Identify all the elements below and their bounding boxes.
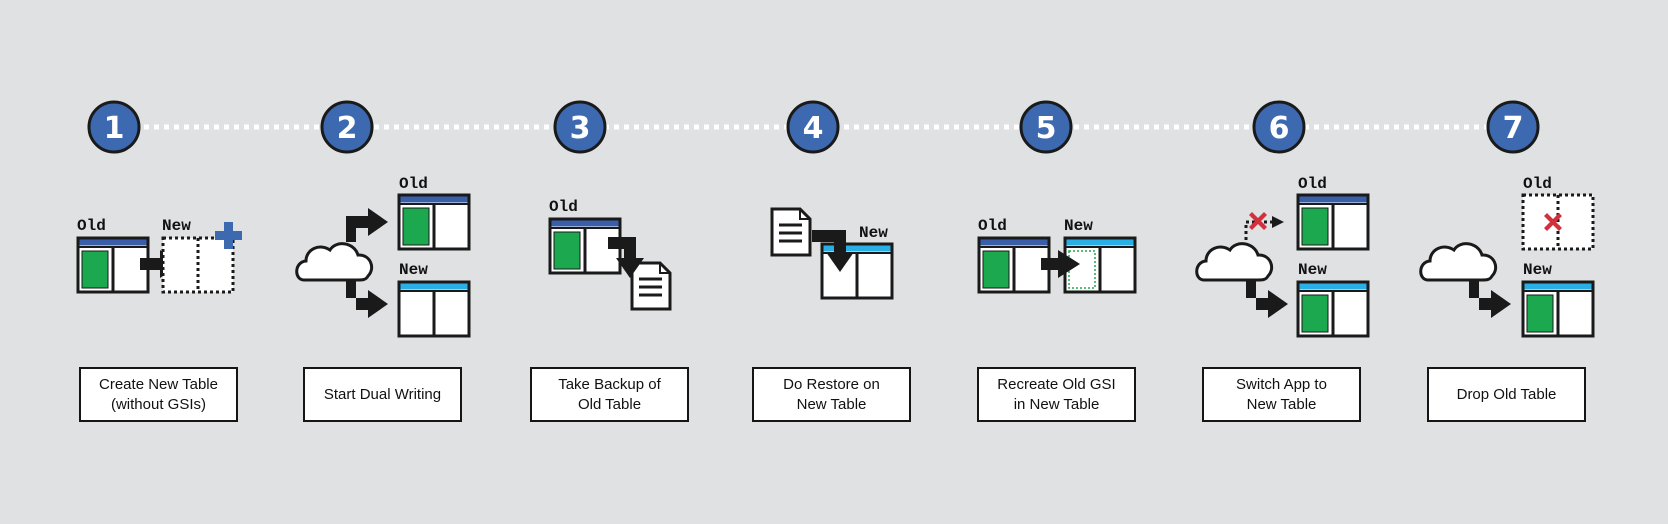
old-table-label: Old <box>77 217 106 235</box>
step-6-marker: 6 <box>1252 100 1306 154</box>
step-6-illustration: Old New <box>1195 175 1370 338</box>
cloud-icon <box>1195 242 1274 282</box>
old-table-label: Old <box>549 198 578 216</box>
step-7-caption: Drop Old Table <box>1427 367 1586 422</box>
table-new-icon <box>1296 280 1370 338</box>
step-5-number: 5 <box>1036 111 1057 146</box>
step-5-illustration: Old New <box>977 217 1137 294</box>
caption-line: Take Backup of <box>558 375 661 393</box>
step-2-illustration: Old New <box>295 175 471 338</box>
table-old-icon <box>397 193 471 251</box>
step-2-marker: 2 <box>320 100 374 154</box>
caption-line: Create New Table <box>99 375 218 393</box>
caption-line: Start Dual Writing <box>323 385 442 403</box>
arrow-right-icon <box>1272 216 1284 228</box>
caption-line: New Table <box>1246 395 1317 413</box>
arrow-down-icon <box>812 230 854 272</box>
arrow-down-right-icon <box>1246 281 1288 318</box>
step-1-number: 1 <box>104 111 125 146</box>
document-icon <box>630 261 672 311</box>
step-2-number: 2 <box>337 111 358 146</box>
dashed-path <box>1244 220 1272 240</box>
table-new-icon <box>397 280 471 338</box>
cloud-icon <box>295 242 374 282</box>
arrow-right-icon <box>1041 250 1080 278</box>
new-table-label: New <box>162 217 191 235</box>
step-4-illustration: New <box>770 207 894 300</box>
step-1-caption: Create New Table (without GSIs) <box>79 367 238 422</box>
step-3-caption: Take Backup of Old Table <box>530 367 689 422</box>
caption-line: in New Table <box>1013 395 1100 413</box>
caption-line: Recreate Old GSI <box>997 375 1116 393</box>
caption-line: Old Table <box>577 395 642 413</box>
arrow-down-right-icon <box>1469 281 1511 318</box>
caption-line: Drop Old Table <box>1456 385 1557 403</box>
step-7-illustration: Old New <box>1419 175 1595 338</box>
step-4-marker: 4 <box>786 100 840 154</box>
step-7-number: 7 <box>1503 111 1524 146</box>
plus-icon <box>215 222 242 249</box>
table-old-icon <box>977 236 1051 294</box>
old-table-label: Old <box>1523 175 1552 193</box>
step-1-marker: 1 <box>87 100 141 154</box>
caption-line: (without GSIs) <box>110 395 206 413</box>
gsi-outline <box>1068 250 1096 289</box>
step-4-number: 4 <box>803 111 824 146</box>
step-3-marker: 3 <box>553 100 607 154</box>
step-4-caption: Do Restore on New Table <box>752 367 911 422</box>
cloud-icon <box>1419 242 1498 282</box>
table-old-icon <box>1296 193 1370 251</box>
step-3-illustration: Old <box>548 198 672 311</box>
step-7-marker: 7 <box>1486 100 1540 154</box>
step-6-number: 6 <box>1269 111 1290 146</box>
new-table-label: New <box>399 261 428 279</box>
step-5-caption: Recreate Old GSI in New Table <box>977 367 1136 422</box>
new-table-label: New <box>1064 217 1093 235</box>
caption-line: Do Restore on <box>783 375 880 393</box>
step-5-marker: 5 <box>1019 100 1073 154</box>
split-arrow-icon <box>346 208 388 318</box>
document-icon <box>770 207 812 257</box>
table-old-icon <box>76 236 150 294</box>
caption-line: Switch App to <box>1236 375 1327 393</box>
new-table-label: New <box>1523 261 1552 279</box>
old-table-label: Old <box>978 217 1007 235</box>
caption-line: New Table <box>796 395 867 413</box>
new-table-label: New <box>859 224 888 242</box>
table-new-empty-icon <box>161 236 235 294</box>
table-deleted-icon <box>1521 193 1595 251</box>
step-2-caption: Start Dual Writing <box>303 367 462 422</box>
old-table-label: Old <box>1298 175 1327 193</box>
step-6-caption: Switch App to New Table <box>1202 367 1361 422</box>
step-1-illustration: Old New <box>76 217 242 294</box>
table-new-icon <box>1521 280 1595 338</box>
old-table-label: Old <box>399 175 428 193</box>
step-3-number: 3 <box>570 111 591 146</box>
arrow-down-icon <box>608 237 644 278</box>
new-table-label: New <box>1298 261 1327 279</box>
